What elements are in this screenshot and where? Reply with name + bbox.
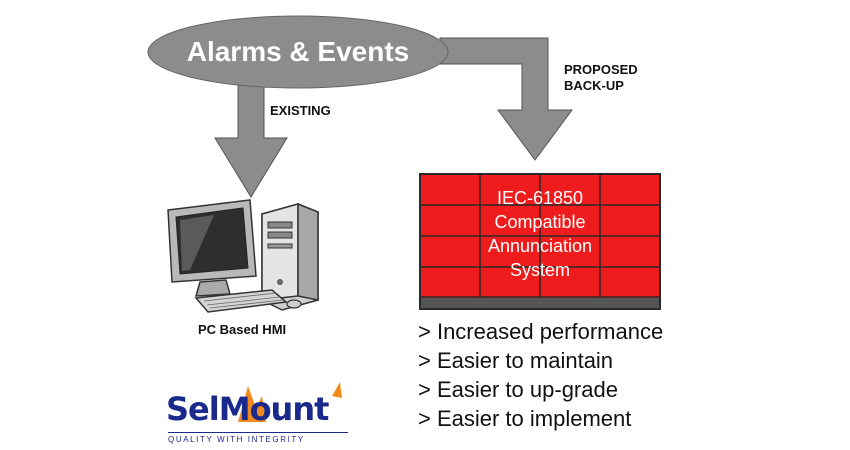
existing-label: EXISTING <box>270 103 331 118</box>
proposed-label-line2: BACK-UP <box>564 78 624 93</box>
logo-name-part1: Sel <box>166 390 220 428</box>
pc-mouse <box>286 299 302 309</box>
pc-monitor <box>167 199 257 297</box>
panel-line: System <box>509 260 570 280</box>
proposed-label-line1: PROPOSED <box>564 62 638 77</box>
annunciation-panel <box>419 173 661 310</box>
pc-illustration <box>167 199 319 313</box>
alarms-events-ellipse <box>147 15 449 89</box>
benefit-item: > Easier to up-grade <box>418 377 618 402</box>
benefit-item: > Easier to implement <box>418 406 632 431</box>
pc-keyboard <box>194 289 288 313</box>
benefit-item: > Easier to maintain <box>418 348 614 373</box>
panel-text: IEC-61850 Compatible Annunciation System <box>420 186 660 282</box>
panel-line: IEC-61850 <box>496 188 584 208</box>
page-title: Alarms & Events <box>186 36 410 67</box>
benefits-list: > Increased performance > Easier to main… <box>418 317 663 433</box>
panel-line: Annunciation <box>487 236 593 256</box>
panel-line: Compatible <box>494 212 586 232</box>
logo-name-part2: Mount <box>218 390 330 428</box>
existing-arrow <box>214 81 288 198</box>
pc-label: PC Based HMI <box>198 322 287 337</box>
logo-mark <box>238 382 342 422</box>
benefit-item: > Increased performance <box>418 319 664 344</box>
proposed-arrow <box>439 37 573 161</box>
logo-tagline: QUALITY WITH INTEGRITY <box>168 432 348 444</box>
selmount-logo: SelMount QUALITY WITH INTEGRITY <box>166 378 350 448</box>
logo-wordmark: SelMount <box>166 390 350 428</box>
pc-tower <box>261 202 319 311</box>
